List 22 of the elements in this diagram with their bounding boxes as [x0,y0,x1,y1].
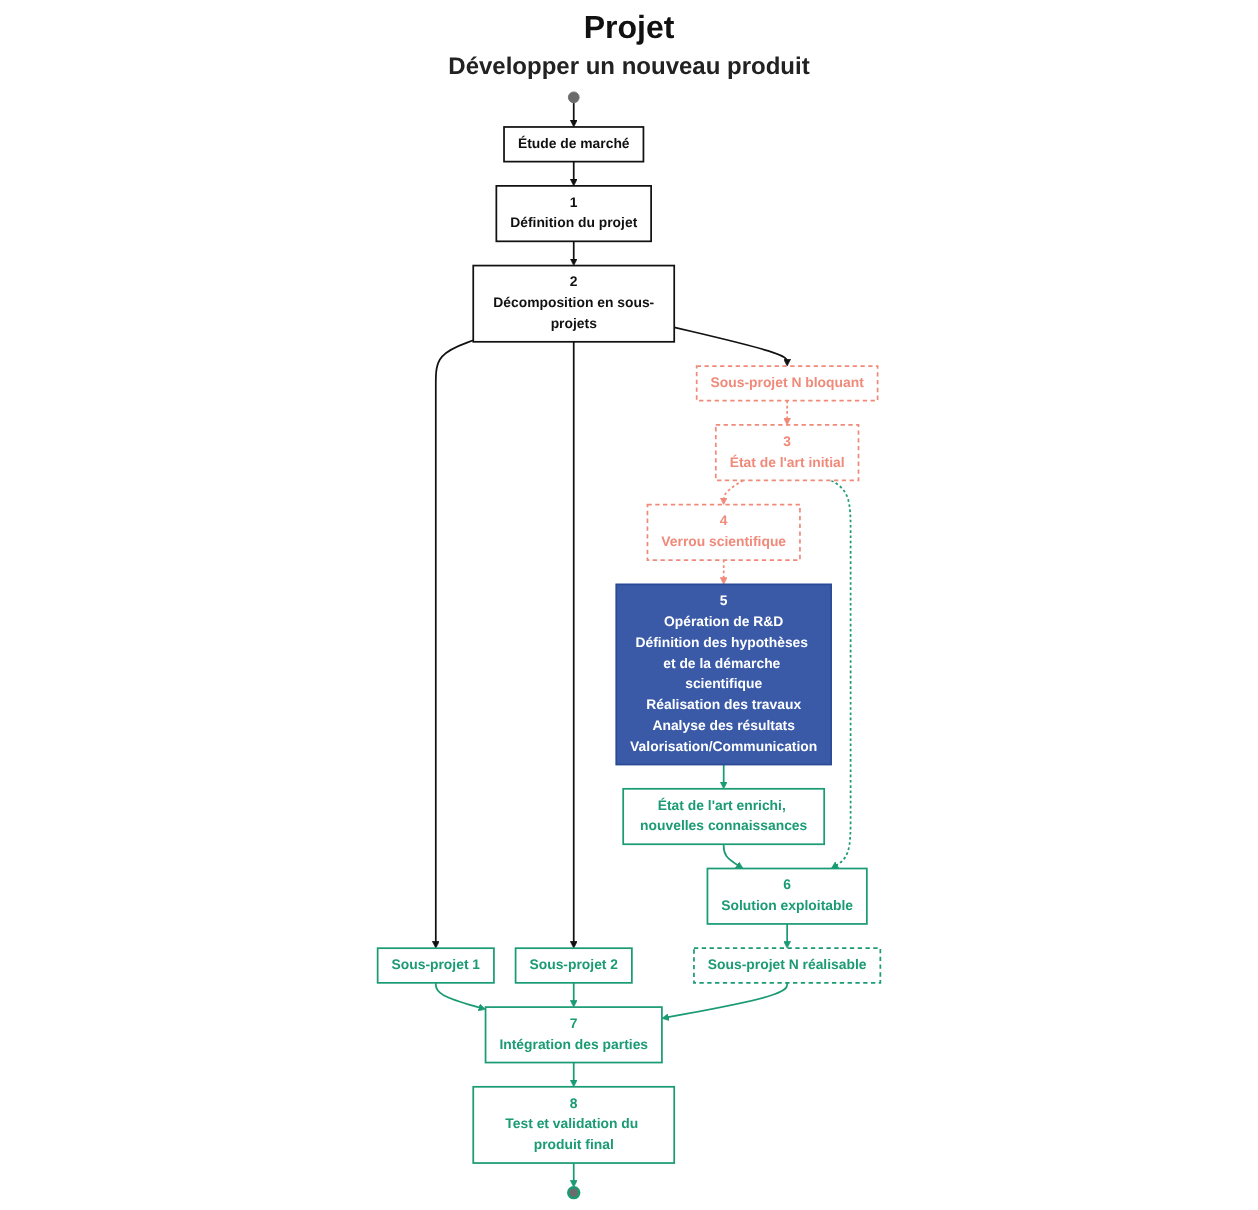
arrow [434,981,486,1012]
arrow [719,559,728,585]
arrow [719,479,744,505]
arrow [569,981,578,1008]
arrow [569,1061,578,1088]
arrow [661,981,788,1021]
arrow [569,101,578,128]
arrow [719,763,728,790]
arrow [722,843,744,869]
arrow [569,240,578,266]
arrow [673,326,791,367]
arrow [830,479,852,869]
arrow [569,160,578,187]
diagram-title: Projet [583,12,675,48]
node-circle [567,91,580,104]
arrow [569,1162,578,1188]
node-circle [567,1186,581,1200]
arrow [783,923,791,949]
subtitle: Développer un nouveau produit [448,52,810,80]
arrow [569,340,578,949]
arrow [432,339,475,949]
arrow [783,399,791,426]
